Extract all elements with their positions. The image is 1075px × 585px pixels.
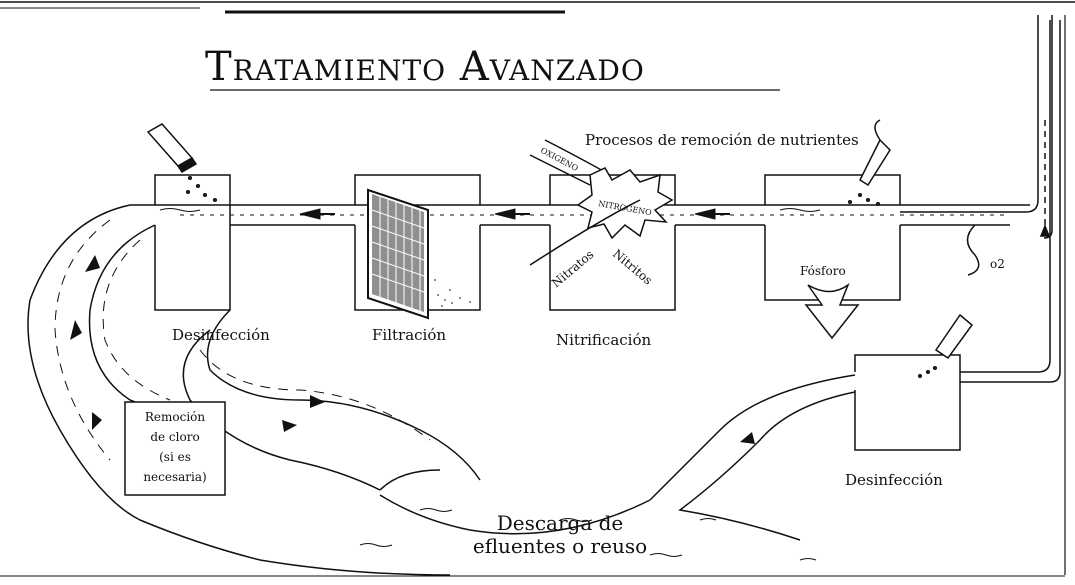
dropper-icon bbox=[847, 119, 891, 207]
tank-label-disinfection-top: Desinfección bbox=[172, 326, 270, 344]
inflow-squiggle bbox=[966, 224, 980, 276]
river-flow-dashes bbox=[54, 219, 431, 461]
nitrogen-burst bbox=[529, 139, 674, 266]
diagram-title: Tratamiento Avanzado bbox=[205, 44, 645, 90]
chlorine-line-1: Remoción bbox=[145, 410, 206, 424]
discharge-line-1: Descarga de bbox=[497, 511, 624, 535]
top-border bbox=[0, 1, 1075, 14]
chlorine-line-4: necesaria) bbox=[143, 470, 206, 484]
down-arrow-icon bbox=[804, 282, 860, 340]
tank-label-nitrification: Nitrificación bbox=[556, 331, 651, 349]
nitrites-label: Nitritos bbox=[610, 247, 655, 288]
tank-label-phosphorus: Fósforo bbox=[800, 264, 846, 278]
inflow-pipe bbox=[900, 15, 1061, 383]
chlorine-line-3: (si es bbox=[159, 450, 191, 464]
inflow-mark: o2 bbox=[990, 257, 1005, 271]
tank-label-disinfection-right: Desinfección bbox=[845, 471, 943, 489]
flow-arrow-icon bbox=[70, 255, 755, 444]
tank-label-filtration: Filtración bbox=[372, 326, 446, 344]
filter-grid-icon bbox=[367, 188, 471, 320]
chlorine-removal-box: Remoción de cloro (si es necesaria) bbox=[124, 401, 226, 496]
tank-nitrification bbox=[549, 174, 676, 311]
tank-disinfection-top bbox=[154, 174, 231, 311]
chlorine-line-2: de cloro bbox=[150, 430, 199, 444]
nutrient-process-label: Procesos de remoción de nutrientes bbox=[585, 131, 859, 149]
water-marks bbox=[159, 208, 821, 561]
dropper-icon bbox=[146, 123, 218, 203]
dropper-icon bbox=[917, 313, 974, 379]
discharge-line-2: efluentes o reuso bbox=[473, 534, 647, 558]
tank-phosphorus bbox=[764, 174, 901, 301]
river-right bbox=[259, 374, 856, 576]
flow-arrow-icon bbox=[299, 208, 730, 220]
main-channel bbox=[130, 204, 1030, 226]
tank-disinfection-right bbox=[854, 354, 961, 451]
nitrates-label: Nitratos bbox=[549, 247, 597, 290]
